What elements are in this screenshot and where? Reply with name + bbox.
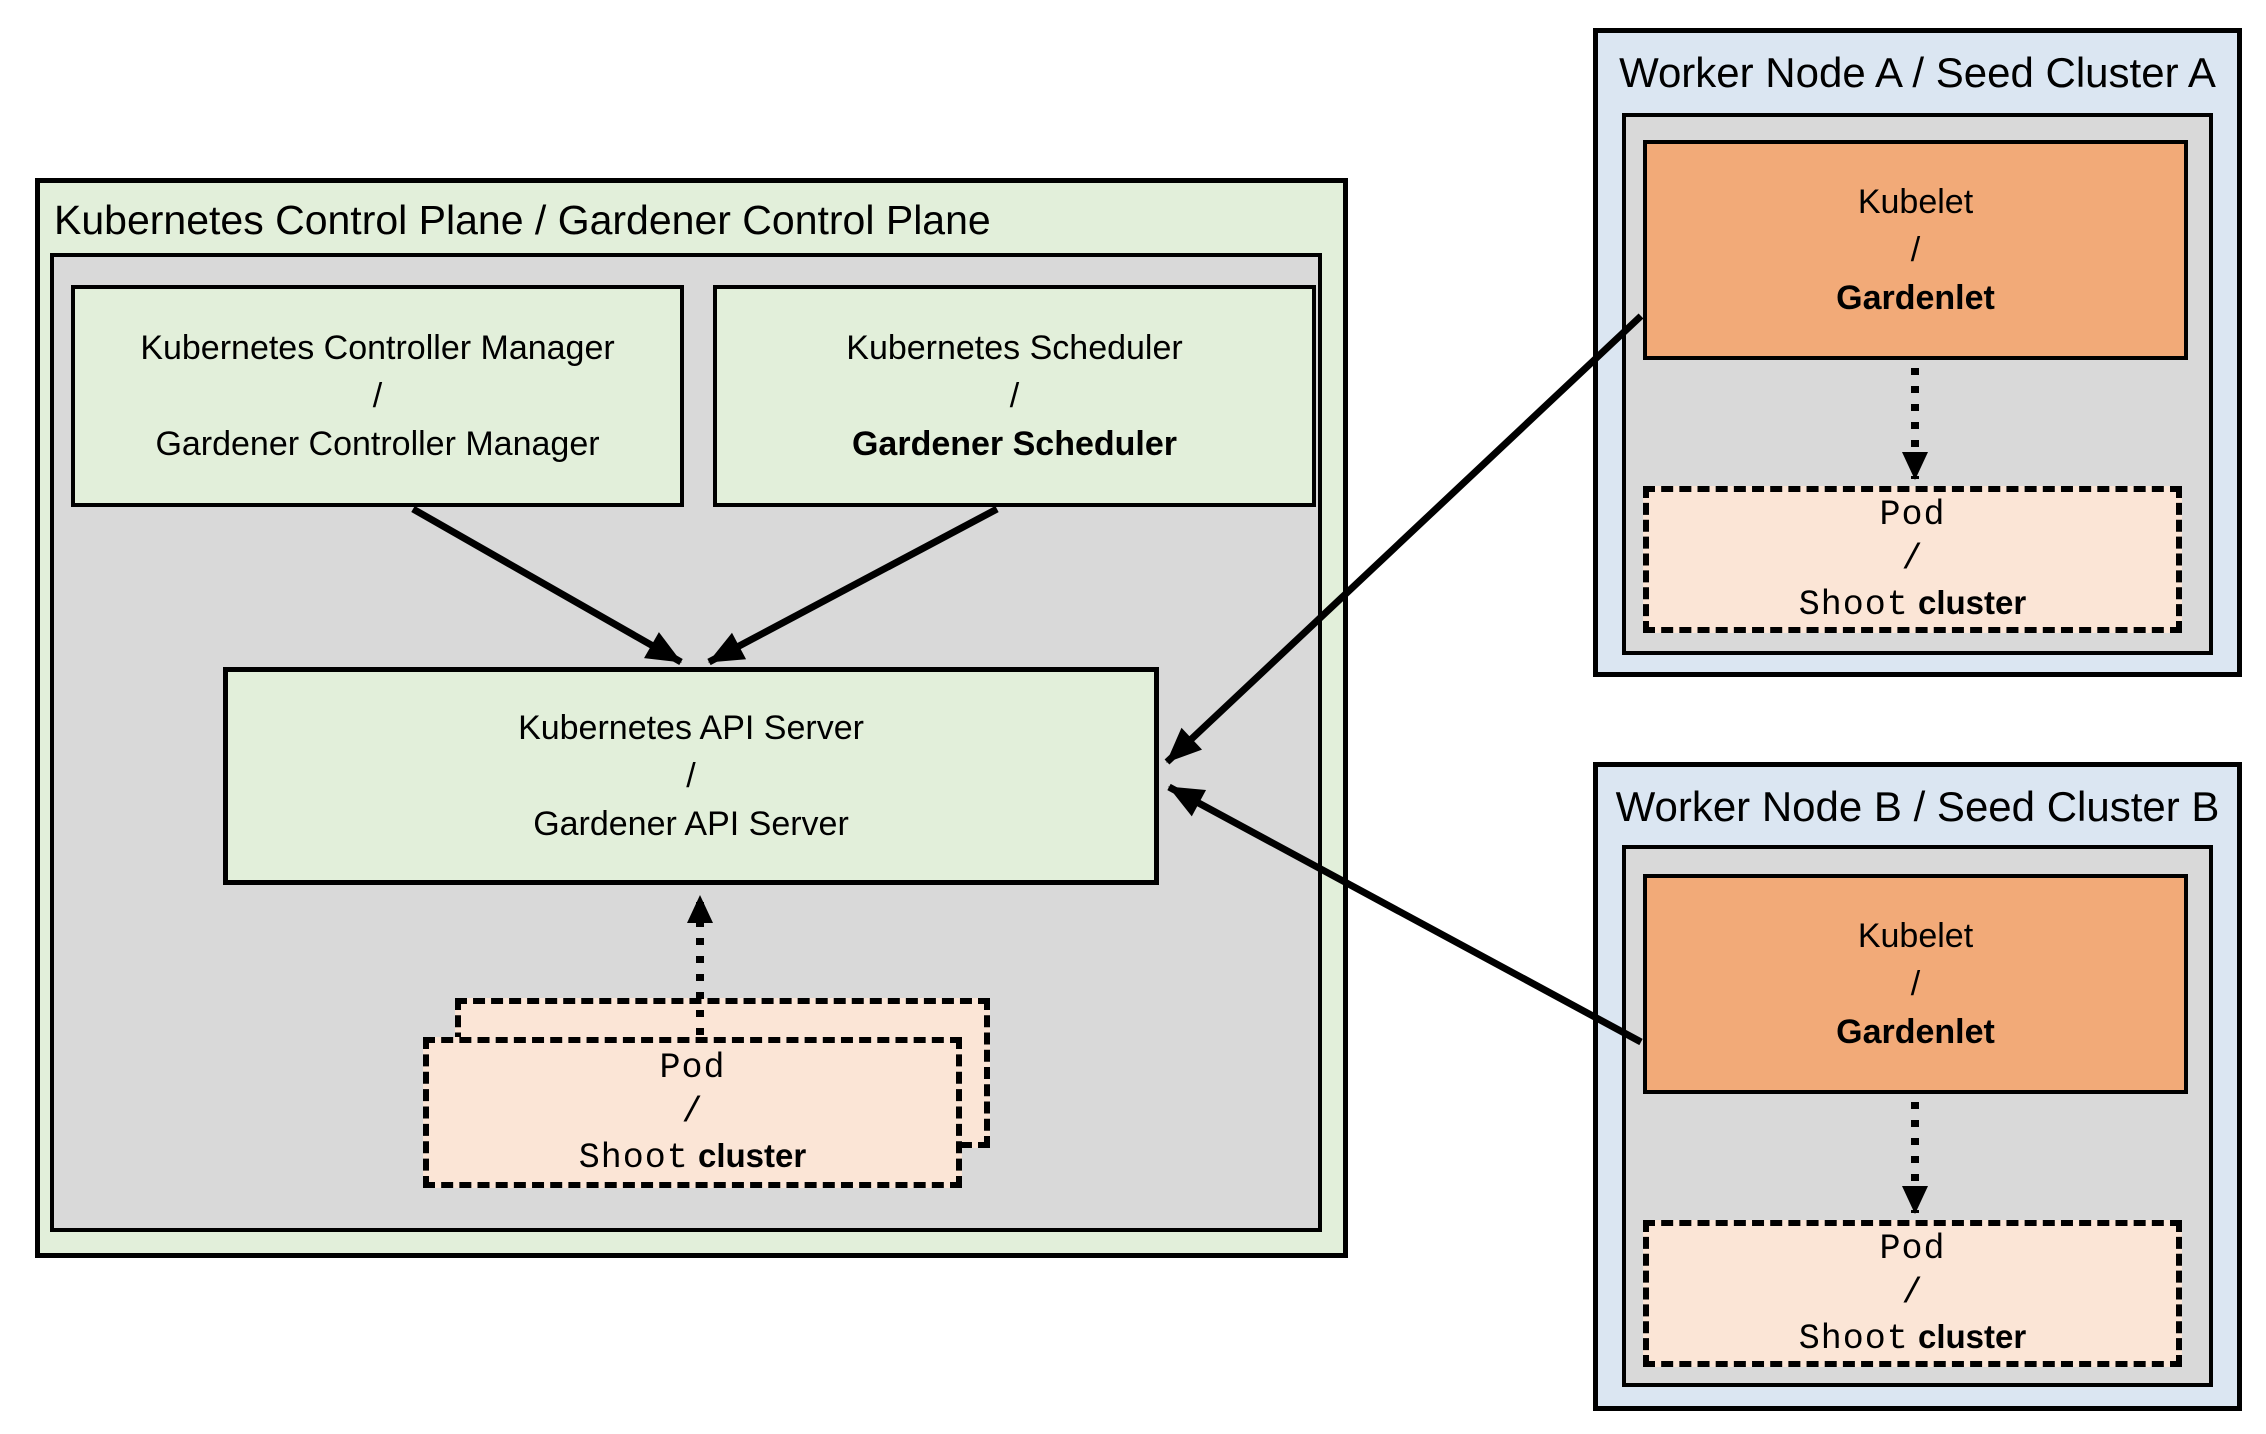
- pod-a-slash: /: [1901, 538, 1924, 579]
- kubelet-a-box: Kubelet / Gardenlet: [1643, 140, 2188, 360]
- pod-shoot-slash: /: [681, 1091, 704, 1132]
- shoot-word: Shoot: [1798, 584, 1909, 625]
- pod-b-line2: Shoot cluster: [1799, 1315, 2026, 1361]
- pod-a-line1: Pod: [1879, 494, 1946, 535]
- worker-node-a-title: Worker Node A / Seed Cluster A: [1619, 49, 2216, 96]
- controller-manager-line2: Gardener Controller Manager: [155, 425, 600, 463]
- shoot-word: Shoot: [1798, 1318, 1909, 1359]
- api-server-slash: /: [686, 757, 696, 795]
- scheduler-line1: Kubernetes Scheduler: [846, 329, 1183, 367]
- kubelet-a-line1: Kubelet: [1857, 183, 1974, 221]
- scheduler-box: Kubernetes Scheduler / Gardener Schedule…: [713, 285, 1316, 507]
- api-server-line2: Gardener API Server: [533, 805, 849, 843]
- control-plane-title: Kubernetes Control Plane / Gardener Cont…: [54, 197, 991, 243]
- pod-b-slash: /: [1901, 1272, 1924, 1313]
- controller-manager-box: Kubernetes Controller Manager / Gardener…: [71, 285, 684, 507]
- kubelet-a-line2: Gardenlet: [1836, 279, 1995, 317]
- controller-manager-slash: /: [372, 377, 383, 415]
- cluster-word: cluster: [1917, 583, 2027, 621]
- kubelet-b-line1: Kubelet: [1857, 917, 1974, 955]
- scheduler-line2: Gardener Scheduler: [851, 425, 1177, 463]
- pod-shoot-box-a: Pod / Shoot cluster: [1643, 486, 2182, 633]
- kubelet-b-box: Kubelet / Gardenlet: [1643, 874, 2188, 1094]
- pod-shoot-line1: Pod: [659, 1047, 726, 1088]
- kubelet-a-slash: /: [1910, 231, 1921, 269]
- cluster-word: cluster: [697, 1136, 807, 1174]
- shoot-word: Shoot: [578, 1137, 689, 1178]
- pod-shoot-line2: Shoot cluster: [579, 1134, 806, 1180]
- cluster-word: cluster: [1917, 1317, 2027, 1355]
- kubelet-b-line2: Gardenlet: [1836, 1013, 1995, 1051]
- worker-node-b-title: Worker Node B / Seed Cluster B: [1615, 783, 2220, 830]
- controller-manager-line1: Kubernetes Controller Manager: [140, 329, 615, 367]
- pod-shoot-box-front: Pod / Shoot cluster: [423, 1037, 962, 1188]
- kubelet-b-slash: /: [1910, 965, 1921, 1003]
- pod-b-line1: Pod: [1879, 1228, 1946, 1269]
- scheduler-slash: /: [1009, 377, 1020, 415]
- api-server-box: Kubernetes API Server / Gardener API Ser…: [223, 667, 1159, 885]
- api-server-line1: Kubernetes API Server: [518, 709, 864, 747]
- pod-a-line2: Shoot cluster: [1799, 581, 2026, 627]
- pod-shoot-box-b: Pod / Shoot cluster: [1643, 1220, 2182, 1367]
